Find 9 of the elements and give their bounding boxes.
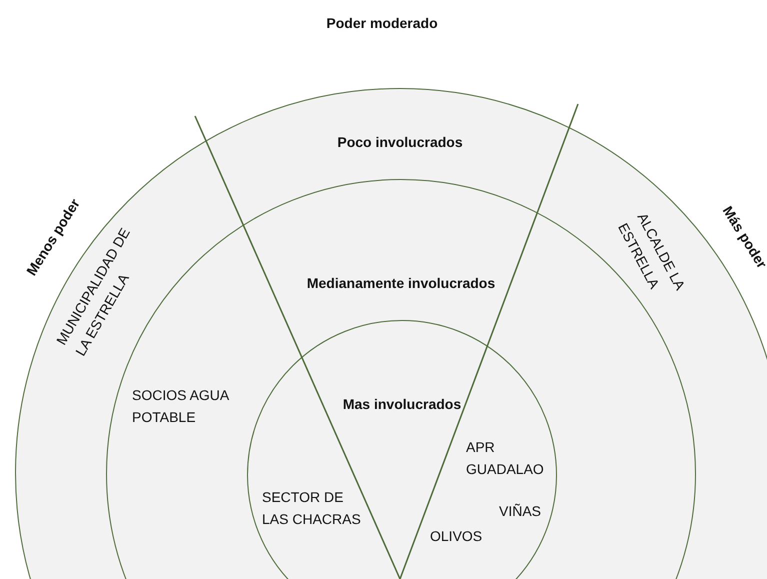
stakeholder-label: VIÑAS [499,502,542,521]
band-title: Medianamente involucrados [306,275,496,291]
stakeholder-label: SOCIOS AGUA POTABLE [132,386,230,427]
stakeholder-label: OLIVOS [430,527,484,546]
stakeholder-label: SECTOR DE LAS CHACRAS [262,488,362,529]
axis-label: Poder moderado [325,14,439,33]
band-title: Mas involucrados [342,396,462,412]
stakeholder-label: APR GUADALAO [466,438,545,479]
band-title: Poco involucrados [337,134,463,150]
